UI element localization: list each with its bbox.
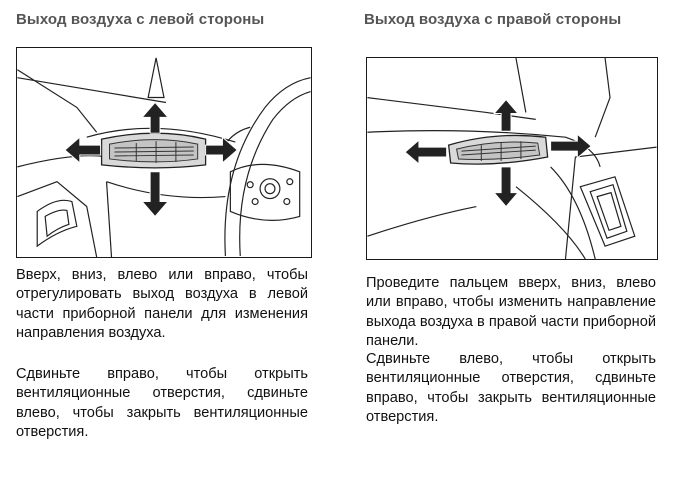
right-arrow-icon [205, 136, 239, 164]
right-dashboard-drawing [367, 58, 657, 259]
down-arrow-icon [141, 171, 170, 218]
left-instruction-adjust: Вверх, вниз, влево или вправо, чтобы отр… [16, 267, 308, 341]
left-dashboard-drawing [17, 57, 311, 257]
left-arrow-icon [64, 136, 102, 164]
down-arrow-icon-right [493, 166, 520, 208]
right-instruction-open-close: Сдвиньте влево, чтобы открыть вентиляцио… [366, 351, 656, 425]
right-vent-illustration [366, 57, 658, 260]
up-arrow-icon-right [493, 98, 520, 132]
left-vent-illustration [16, 47, 312, 258]
left-vent-heading: Выход воздуха с левой стороны [16, 11, 265, 28]
up-arrow-icon [141, 101, 170, 134]
right-arrow-icon-right [550, 133, 592, 160]
left-arrow-icon-right [404, 139, 448, 166]
right-instruction-adjust: Проведите пальцем вверх, вниз, влево или… [366, 275, 656, 349]
right-vent-heading: Выход воздуха с правой стороны [364, 11, 622, 28]
left-instruction-open-close: Сдвиньте вправо, чтобы открыть вентиляци… [16, 366, 308, 440]
